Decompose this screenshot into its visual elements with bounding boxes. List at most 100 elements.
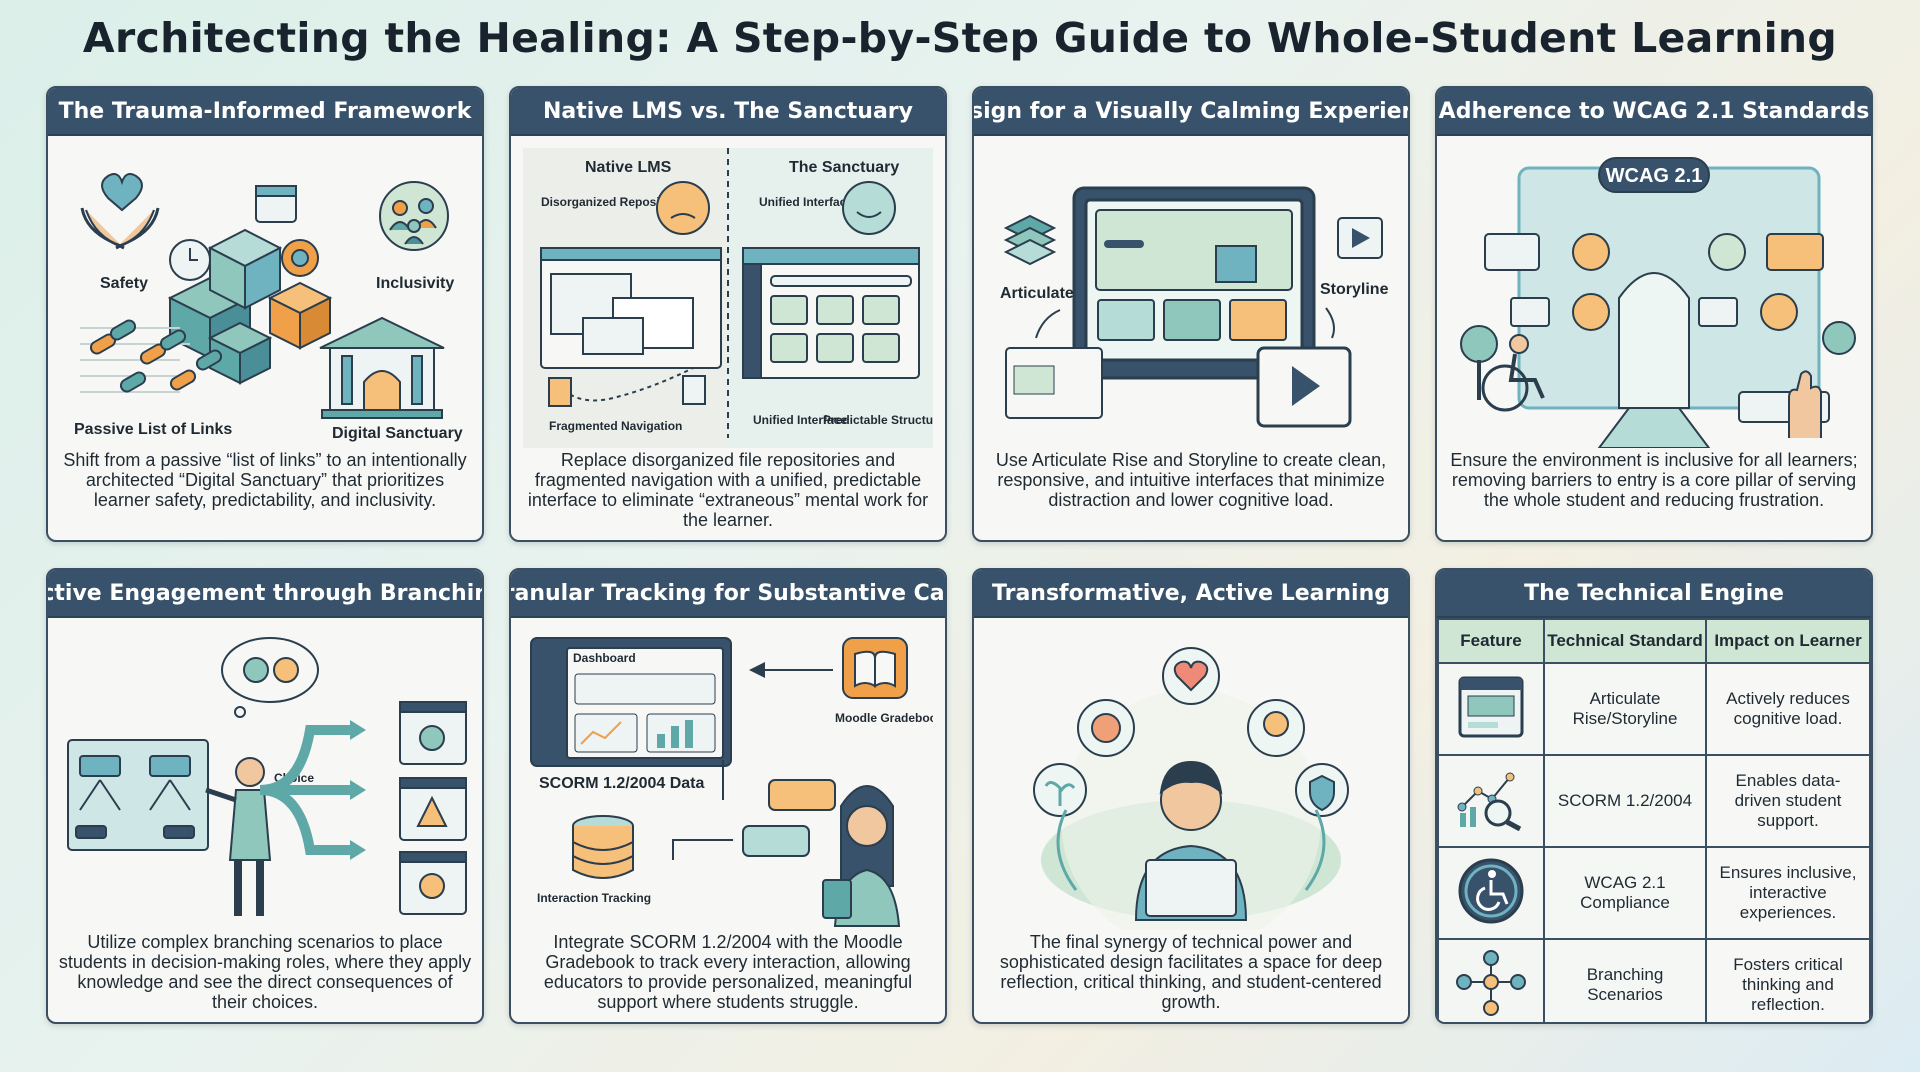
panel-heading: Native LMS vs. The Sanctuary	[511, 88, 945, 136]
wheelchair-icon	[1458, 858, 1524, 923]
data-magnifier-icon	[1457, 772, 1522, 831]
fragmented-label: Fragmented Navigation	[549, 419, 682, 433]
technical-engine-table: Feature Technical Standard Impact on Lea…	[1437, 618, 1871, 1022]
chat-bubble-icon	[742, 825, 810, 857]
panel-framework: The Trauma-Informed Framework Safety	[46, 86, 484, 542]
panel-design: Design for a Visually Calming Experience…	[972, 86, 1410, 542]
impact-cell: Fosters critical thinking and reflection…	[1705, 938, 1871, 1022]
educator-headset-icon	[822, 785, 901, 927]
caption-icon	[1698, 297, 1738, 327]
sanctuary-building-icon	[319, 316, 445, 419]
column-header: Feature	[1437, 618, 1545, 664]
panel-technical-engine: The Technical Engine Feature Technical S…	[1435, 568, 1873, 1024]
panel-heading: Adherence to WCAG 2.1 Standards	[1437, 88, 1871, 136]
table-header-row: Feature Technical Standard Impact on Lea…	[1437, 618, 1871, 664]
unified-label-bottom: Unified Interface	[753, 413, 847, 427]
messy-windows-icon	[540, 247, 722, 407]
lms-comparison-illustration: Native LMS The Sanctuary Disorganized Re…	[523, 148, 933, 448]
doorway-icon	[1618, 272, 1690, 409]
worried-face-icon	[656, 181, 710, 235]
wcag-badge-label: WCAG 2.1	[1606, 165, 1703, 187]
message-card-icon	[1766, 233, 1824, 271]
dashboard-icon	[530, 637, 732, 767]
wcag-illustration: WCAG 2.1	[1460, 157, 1856, 448]
tracking-illustration: Dashboard SCORM 1.2/2004 Data Moodle Gra…	[530, 637, 933, 927]
branch-arrows	[259, 725, 350, 855]
table-row: SCORM 1.2/2004 Enables data-driven stude…	[1437, 754, 1871, 848]
table-row: Articulate Rise/Storyline Actively reduc…	[1437, 662, 1871, 756]
unified-label-top: Unified Interface	[759, 195, 853, 209]
interaction-label: Interaction Tracking	[537, 891, 651, 905]
scenario-board-icon	[67, 739, 209, 851]
table-row: WCAG 2.1 Compliance Ensures inclusive, i…	[1437, 846, 1871, 940]
chat-bubble-icon	[768, 779, 836, 811]
blocks-stack-icon	[167, 185, 333, 385]
panel-lms-comparison: Native LMS vs. The Sanctuary Native LMS …	[509, 86, 947, 542]
impact-cell: Enables data-driven student support.	[1705, 754, 1871, 848]
panel-description: The final synergy of technical power and…	[999, 932, 1383, 1012]
transformative-illustration	[1033, 647, 1349, 930]
panel-heading: Granular Tracking for Substantive Care	[511, 570, 945, 618]
impact-cell: Actively reduces cognitive load.	[1705, 662, 1871, 756]
wcag-badge	[1598, 157, 1710, 193]
student-pointing-icon	[205, 757, 272, 916]
storyline-label: Storyline	[1320, 281, 1389, 298]
hand-icon	[1760, 293, 1798, 331]
feature-cell	[1437, 846, 1545, 940]
dashboard-label: Dashboard	[573, 651, 636, 665]
window-layout-icon	[1458, 676, 1524, 737]
inclusivity-label: Inclusivity	[376, 275, 454, 292]
predictable-label: Predictable Structure	[823, 413, 933, 427]
feature-cell	[1437, 662, 1545, 756]
safety-label: Safety	[100, 275, 148, 292]
column-header: Impact on Learner	[1705, 618, 1871, 664]
impact-cell: Ensures inclusive, interactive experienc…	[1705, 846, 1871, 940]
ear-icon	[1572, 293, 1610, 331]
panel-transformative: Transformative, Active Learning The fina…	[972, 568, 1410, 1024]
monitor-icon	[1072, 186, 1316, 380]
eye-slash-icon	[1708, 233, 1746, 271]
passive-links-label: Passive List of Links	[74, 421, 232, 438]
design-illustration: Articulate Rise Storyline	[1000, 186, 1389, 428]
table-row: Branching Scenarios Fosters critical thi…	[1437, 938, 1871, 1022]
student-laptop-icon	[1134, 760, 1248, 921]
disorganized-label: Disorganized Repositories	[541, 195, 693, 209]
feature-cell	[1437, 938, 1545, 1022]
wheelchair-user-icon	[1481, 334, 1545, 412]
panel-description: Ensure the environment is inclusive for …	[1450, 450, 1858, 510]
typing-hand-icon	[1738, 370, 1830, 438]
people-circle-icon	[379, 181, 449, 251]
sanctuary-label: The Sanctuary	[789, 159, 899, 176]
panel-description: Shift from a passive “list of links” to …	[63, 450, 467, 510]
column-header: Technical Standard	[1543, 618, 1707, 664]
standard-cell: Articulate Rise/Storyline	[1543, 662, 1707, 756]
accessibility-card-icon	[1484, 233, 1540, 271]
panel-heading: Transformative, Active Learning	[974, 570, 1408, 618]
broken-links-icon	[80, 319, 223, 393]
standard-cell: SCORM 1.2/2004	[1543, 754, 1707, 848]
panel-description: Use Articulate Rise and Storyline to cre…	[995, 450, 1387, 510]
panel-heading: Design for a Visually Calming Experience	[974, 88, 1408, 136]
thought-bubble-icon	[221, 637, 319, 703]
moodle-label: Moodle Gradebook	[835, 711, 933, 725]
speaker-icon	[1572, 233, 1610, 271]
branching-illustration: Choice	[67, 637, 467, 916]
panel-tracking: Granular Tracking for Substantive Care D…	[509, 568, 947, 1024]
branching-nodes-icon	[1456, 949, 1526, 1016]
heart-hands-icon	[80, 173, 160, 250]
page-title: Architecting the Healing: A Step-by-Step…	[82, 14, 1838, 62]
database-icon	[572, 815, 634, 879]
native-lms-label: Native LMS	[585, 159, 672, 176]
standard-cell: WCAG 2.1 Compliance	[1543, 846, 1707, 940]
panel-heading: The Technical Engine	[1437, 570, 1871, 618]
outcome-windows-icon	[399, 701, 467, 915]
panel-wcag: Adherence to WCAG 2.1 Standards WCAG 2.1	[1435, 86, 1873, 542]
scorm-label: SCORM 1.2/2004 Data	[539, 775, 705, 792]
panel-branching: Active Engagement through Branching Choi…	[46, 568, 484, 1024]
feature-cell	[1437, 754, 1545, 848]
panel-description: Replace disorganized file repositories a…	[527, 450, 929, 530]
digital-sanctuary-label: Digital Sanctuary	[332, 425, 463, 442]
keyboard-icon	[1510, 297, 1550, 327]
panel-description: Utilize complex branching scenarios to p…	[58, 932, 472, 1012]
standard-cell: Branching Scenarios	[1543, 938, 1707, 1022]
